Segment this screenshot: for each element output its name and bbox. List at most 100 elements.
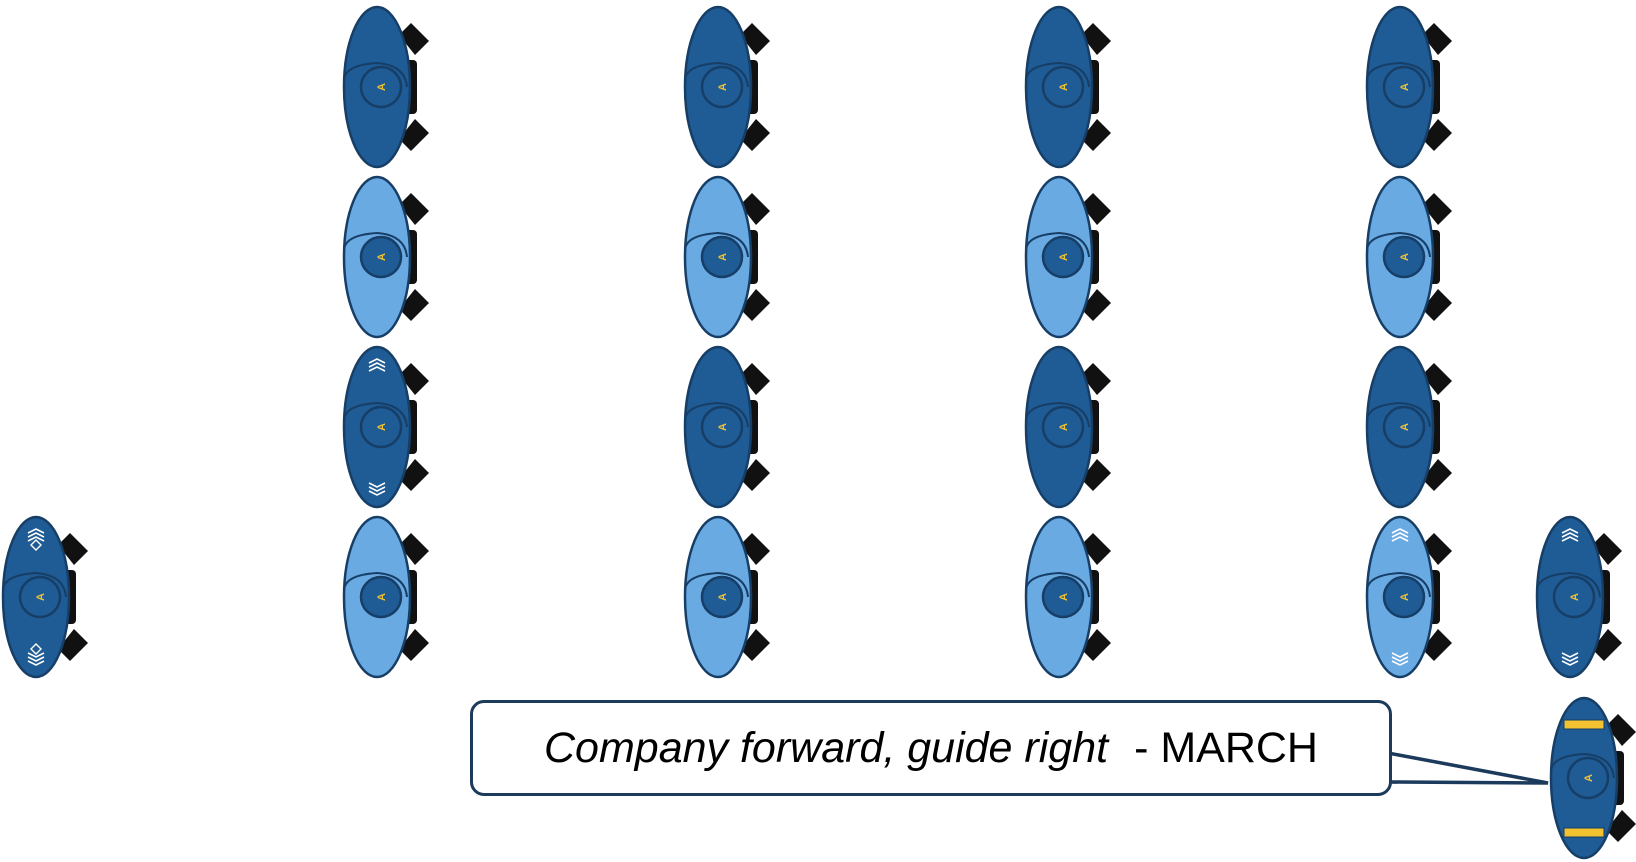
left-guide-soldier: A [1, 515, 88, 679]
helmet-lower [1592, 629, 1622, 661]
helmet-lower [1081, 629, 1111, 661]
company-commander: A [1549, 696, 1636, 860]
helmet-lower [1081, 459, 1111, 491]
shoulder-line [343, 61, 408, 88]
helmet-lower [1422, 119, 1452, 151]
diamond-lower-icon [30, 643, 42, 655]
helmet-letter: A [717, 83, 729, 91]
helmet-lower [740, 119, 770, 151]
helmet-letter: A [1569, 593, 1581, 601]
shoulder-line [2, 571, 67, 598]
head-circle [700, 575, 744, 619]
helmet-letter: A [1399, 423, 1411, 431]
head-circle [359, 405, 403, 449]
soldier-rank-3-col-1: A [342, 345, 429, 509]
helmet-upper [740, 23, 770, 55]
chevron-up-icon [1561, 528, 1579, 542]
helmet-upper [1081, 533, 1111, 565]
shoulder-line [343, 231, 408, 258]
helmet-letter: A [1058, 253, 1070, 261]
helmet-upper [1422, 23, 1452, 55]
soldier-rank-2-col-4: A [1365, 175, 1452, 339]
soldier-rank-4-col-2: A [683, 515, 770, 679]
head-circle [1041, 65, 1085, 109]
helmet-upper [399, 23, 429, 55]
helmet-lower [399, 459, 429, 491]
soldier-rank-3-col-4: A [1365, 345, 1452, 509]
shoulder-line [1550, 752, 1615, 779]
shoulder-line [1025, 571, 1090, 598]
helmet-upper [1592, 533, 1622, 565]
chevron-down-icon [1561, 652, 1579, 666]
helmet-letter: A [1583, 774, 1595, 782]
soldier-rank-1-col-2: A [683, 5, 770, 169]
head-circle [18, 575, 62, 619]
helmet-upper [1081, 193, 1111, 225]
helmet-lower [740, 289, 770, 321]
execution-text: - MARCH [1134, 723, 1318, 772]
soldier-rank-1-col-4: A [1365, 5, 1452, 169]
chevron-up-icon [1391, 528, 1409, 542]
right-guide-soldier: A [1535, 515, 1622, 679]
soldier-rank-4-col-1: A [342, 515, 429, 679]
head-circle [1041, 235, 1085, 279]
helmet-lower [740, 459, 770, 491]
shoulder-line [1366, 401, 1431, 428]
helmet-lower [58, 629, 88, 661]
helmet-upper [1422, 533, 1452, 565]
helmet-lower [1422, 629, 1452, 661]
command-text: Company forward, guide right [544, 723, 1109, 772]
soldier-rank-1-col-1: A [342, 5, 429, 169]
helmet-lower [1422, 459, 1452, 491]
shoulder-line [1025, 401, 1090, 428]
helmet-lower [1081, 289, 1111, 321]
helmet-upper [399, 193, 429, 225]
helmet-letter: A [376, 83, 388, 91]
head-circle [700, 65, 744, 109]
shoulder-line [684, 231, 749, 258]
helmet-letter: A [1399, 253, 1411, 261]
helmet-letter: A [1399, 83, 1411, 91]
rank-bar-upper [1563, 719, 1605, 730]
rank-bar-lower [1563, 827, 1605, 838]
soldier-rank-1-col-3: A [1024, 5, 1111, 169]
head-circle [1041, 405, 1085, 449]
shoulder-line [343, 571, 408, 598]
helmet-upper [1422, 363, 1452, 395]
shoulder-line [684, 61, 749, 88]
helmet-lower [1606, 810, 1636, 842]
helmet-upper [740, 193, 770, 225]
helmet-lower [1422, 289, 1452, 321]
helmet-upper [1422, 193, 1452, 225]
head-circle [359, 235, 403, 279]
callout-pointer [1386, 750, 1549, 785]
head-circle [1552, 575, 1596, 619]
chevron-down-icon [27, 652, 45, 666]
soldier-rank-4-col-4: A [1365, 515, 1452, 679]
helmet-letter: A [1058, 423, 1070, 431]
soldier-rank-4-col-3: A [1024, 515, 1111, 679]
head-circle [359, 65, 403, 109]
helmet-letter: A [717, 593, 729, 601]
head-circle [1382, 235, 1426, 279]
soldier-rank-2-col-3: A [1024, 175, 1111, 339]
helmet-upper [58, 533, 88, 565]
soldier-rank-2-col-1: A [342, 175, 429, 339]
helmet-upper [399, 363, 429, 395]
shoulder-line [1025, 231, 1090, 258]
shoulder-line [1366, 231, 1431, 258]
helmet-lower [740, 629, 770, 661]
helmet-letter: A [35, 593, 47, 601]
soldier-rank-3-col-2: A [683, 345, 770, 509]
helmet-lower [1081, 119, 1111, 151]
shoulder-line [1366, 571, 1431, 598]
helmet-letter: A [717, 423, 729, 431]
helmet-upper [1081, 363, 1111, 395]
head-circle [1382, 575, 1426, 619]
helmet-letter: A [1058, 83, 1070, 91]
soldier-rank-2-col-2: A [683, 175, 770, 339]
head-circle [700, 405, 744, 449]
diamond-upper-icon [30, 539, 42, 551]
